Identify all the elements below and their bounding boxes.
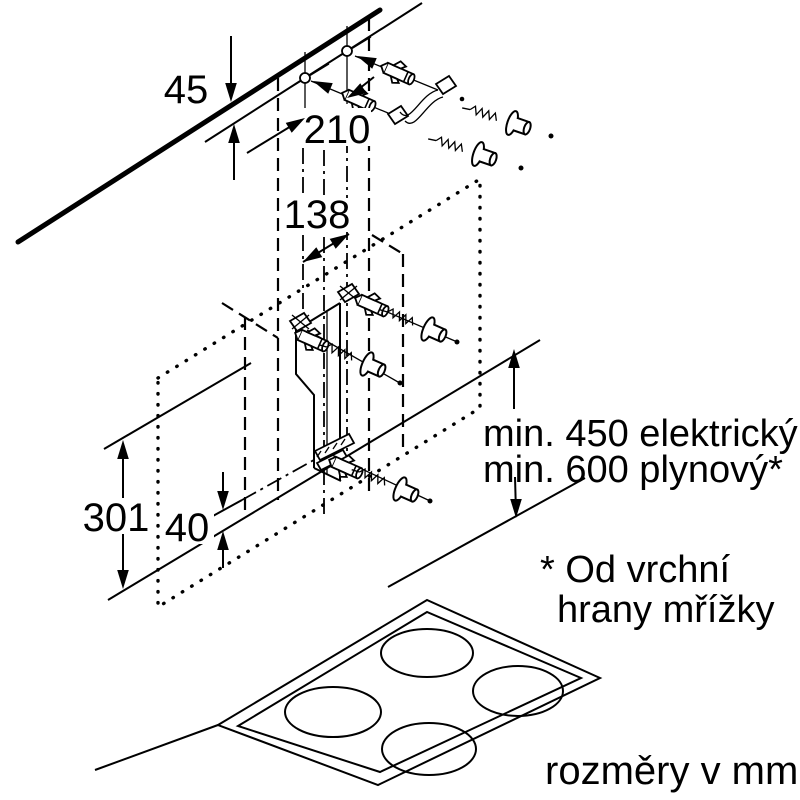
screw-icon	[423, 124, 524, 174]
screw-icon	[457, 93, 554, 143]
hob	[215, 598, 603, 787]
grate-top-ref-line	[387, 477, 586, 588]
hob-inner-edge	[235, 610, 584, 774]
dashed-guide-lines	[221, 18, 405, 512]
dim-138: 138	[284, 193, 352, 267]
dim-138-label: 138	[284, 193, 351, 237]
clearance-electric-label: min. 450 elektrický	[483, 413, 798, 455]
dim-40: 40	[165, 472, 229, 568]
ear-right-fasteners	[343, 283, 460, 350]
dim-40-label: 40	[165, 506, 210, 550]
hood-dotted-outline	[156, 175, 482, 611]
dim-min-clearance: min. 450 elektrický min. 600 plynový*	[483, 349, 798, 518]
dim-45: 45	[164, 36, 240, 180]
dim-301: 301	[83, 440, 150, 589]
footnote-line1: * Od vrchní	[540, 549, 731, 591]
clearance-gas-label: min. 600 plynový*	[483, 449, 783, 491]
ear-left-fasteners	[283, 318, 403, 386]
hob-outer-edge	[215, 598, 603, 787]
burner	[284, 686, 382, 738]
footnote: * Od vrchní hrany mřížky	[540, 549, 774, 631]
top-fastener-cluster	[310, 50, 554, 174]
dim-45-label: 45	[164, 68, 209, 112]
units-note: rozměry v mm	[545, 749, 798, 793]
countertop-line	[94, 724, 219, 771]
dim-210: 210	[246, 76, 375, 154]
wall-top-line	[204, 2, 423, 143]
hood-bottom-ref-line	[107, 339, 541, 601]
footnote-line2: hrany mřížky	[557, 589, 774, 631]
hood-top-ref-line	[103, 362, 252, 450]
burner	[380, 628, 474, 678]
burner	[381, 722, 477, 776]
bottom-fasteners	[317, 445, 433, 510]
chimney-support-bracket	[386, 74, 465, 126]
burner	[472, 665, 564, 717]
ceiling-line	[15, 7, 383, 245]
drill-cross-icon	[291, 314, 310, 330]
dim-301-label: 301	[83, 496, 150, 540]
dim-210-label: 210	[304, 108, 371, 152]
